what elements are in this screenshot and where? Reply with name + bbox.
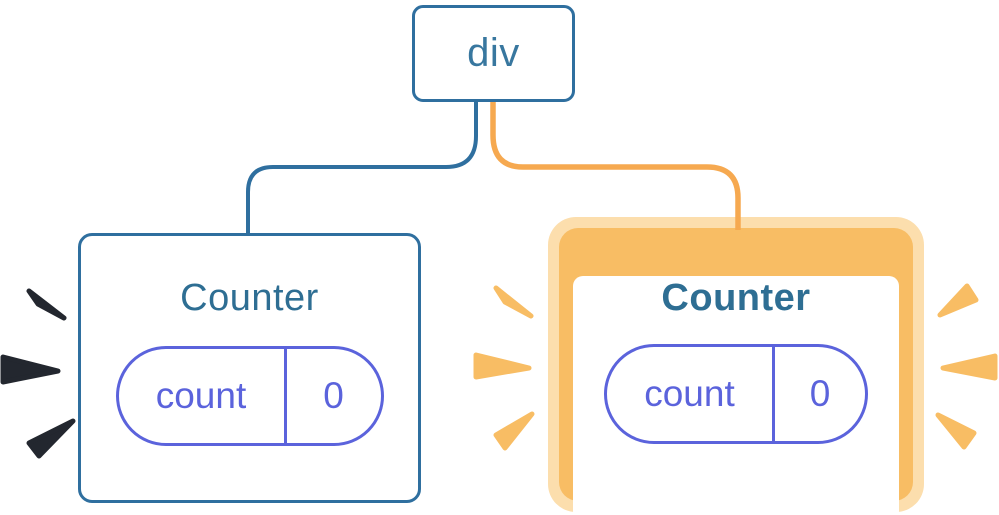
edge-root-to-right-counter xyxy=(490,102,741,230)
counter-title: Counter xyxy=(180,277,319,319)
right-counter-sparkles-right xyxy=(935,283,998,450)
sparkle-icon xyxy=(493,285,534,319)
edge-root-to-right-counter-casing xyxy=(478,102,753,217)
right-counter-sparkles-left xyxy=(473,285,535,451)
counter-card-right: Counter count 0 xyxy=(573,276,899,515)
state-pill: count 0 xyxy=(115,346,384,446)
sparkle-icon xyxy=(26,418,76,459)
sparkle-icon xyxy=(493,411,535,451)
state-value: 0 xyxy=(772,347,865,441)
counter-card-right-border: Counter count 0 xyxy=(559,228,913,515)
sparkle-icon xyxy=(26,288,67,321)
sparkle-icon xyxy=(937,283,979,318)
sparkle-icon xyxy=(935,412,977,450)
state-key: count xyxy=(155,375,247,416)
counter-card-right-highlight: Counter count 0 xyxy=(548,217,924,515)
counter-title: Counter xyxy=(661,277,811,319)
root-node-label: div xyxy=(467,31,520,75)
edge-root-to-left-counter xyxy=(246,102,478,236)
sparkle-icon xyxy=(940,353,998,381)
state-pill: count 0 xyxy=(604,344,868,444)
sparkle-icon xyxy=(0,354,61,385)
state-key: count xyxy=(644,373,735,414)
sparkle-icon xyxy=(473,352,532,380)
counter-card-left: Counter count 0 xyxy=(78,233,421,503)
root-node-div: div xyxy=(412,5,575,102)
state-value: 0 xyxy=(283,349,381,443)
left-counter-sparkles xyxy=(0,288,76,459)
